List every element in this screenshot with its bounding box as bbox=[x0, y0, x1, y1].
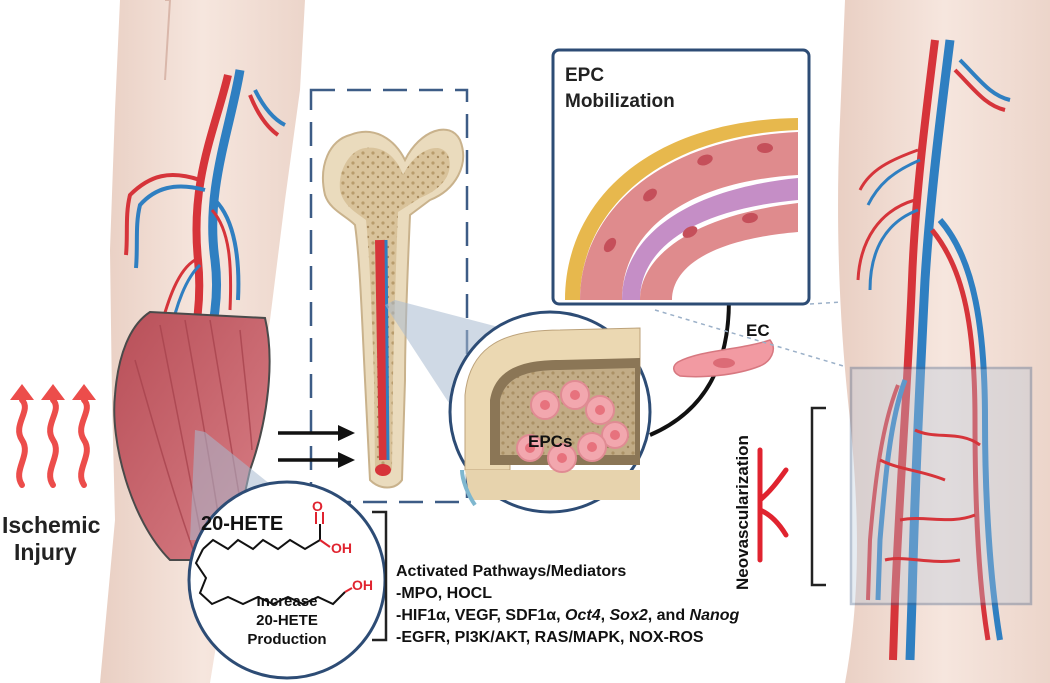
hydroxyl-top: OH bbox=[331, 540, 352, 556]
activated-pathways-list: Activated Pathways/Mediators -MPO, HOCL … bbox=[396, 561, 739, 649]
hete-structure bbox=[194, 524, 346, 606]
epc-cells bbox=[516, 380, 629, 473]
endothelial-cell bbox=[673, 339, 774, 378]
increase-line3: Production bbox=[247, 631, 326, 648]
oxygen-atom: O bbox=[312, 498, 323, 514]
projection-lines bbox=[654, 289, 1031, 369]
epcs-label: EPCs bbox=[528, 432, 572, 451]
pathways-bracket bbox=[372, 510, 388, 642]
increase-line2: 20-HETE bbox=[256, 612, 318, 629]
bone-dashed-frame bbox=[309, 88, 469, 504]
gene-oct4: Oct4 bbox=[565, 607, 601, 624]
epc-mobilization-line2: Mobilization bbox=[565, 91, 675, 112]
pathway-line-2-prefix: -HIF1α, VEGF, SDF1α, bbox=[396, 607, 566, 624]
pathway-line-2-sep: , bbox=[600, 607, 610, 624]
right-leg-vessels bbox=[856, 39, 1011, 661]
compound-name: 20-HETE bbox=[201, 513, 283, 535]
neovascular-region bbox=[849, 366, 1033, 606]
pathway-line-2-and: , and bbox=[647, 607, 690, 624]
increase-line1: Increase bbox=[257, 593, 318, 610]
pathway-line-2: -HIF1α, VEGF, SDF1α, Oct4, Sox2, and Nan… bbox=[396, 605, 739, 627]
pathways-title: Activated Pathways/Mediators bbox=[396, 563, 627, 580]
branch-vessel-icon bbox=[757, 447, 789, 563]
neovascularization-label: Neovascularization bbox=[733, 435, 752, 590]
neovascular-bracket bbox=[810, 406, 826, 587]
hydroxyl-bottom: OH bbox=[352, 577, 373, 593]
arrows-to-bone bbox=[278, 425, 355, 468]
heat-arrow-heads bbox=[10, 384, 96, 400]
gene-sox2: Sox2 bbox=[609, 607, 648, 624]
epc-mobilization-panel bbox=[551, 48, 811, 306]
pathway-line-3: -EGFR, PI3K/AKT, RAS/MAPK, NOX-ROS bbox=[396, 629, 704, 646]
ischemic-label-line2: Injury bbox=[14, 539, 77, 565]
right-leg bbox=[838, 0, 1050, 683]
gene-nanog: Nanog bbox=[689, 607, 740, 624]
ischemic-label-line1: Ischemic bbox=[2, 512, 101, 538]
pathway-line-1: -MPO, HOCL bbox=[396, 585, 492, 602]
epc-mobilization-line1: EPC bbox=[565, 65, 604, 86]
heat-wave-arrows bbox=[16, 397, 90, 488]
zoom-cone-bone bbox=[385, 300, 510, 420]
ec-label: EC bbox=[746, 321, 770, 340]
epc-circle bbox=[448, 310, 652, 514]
